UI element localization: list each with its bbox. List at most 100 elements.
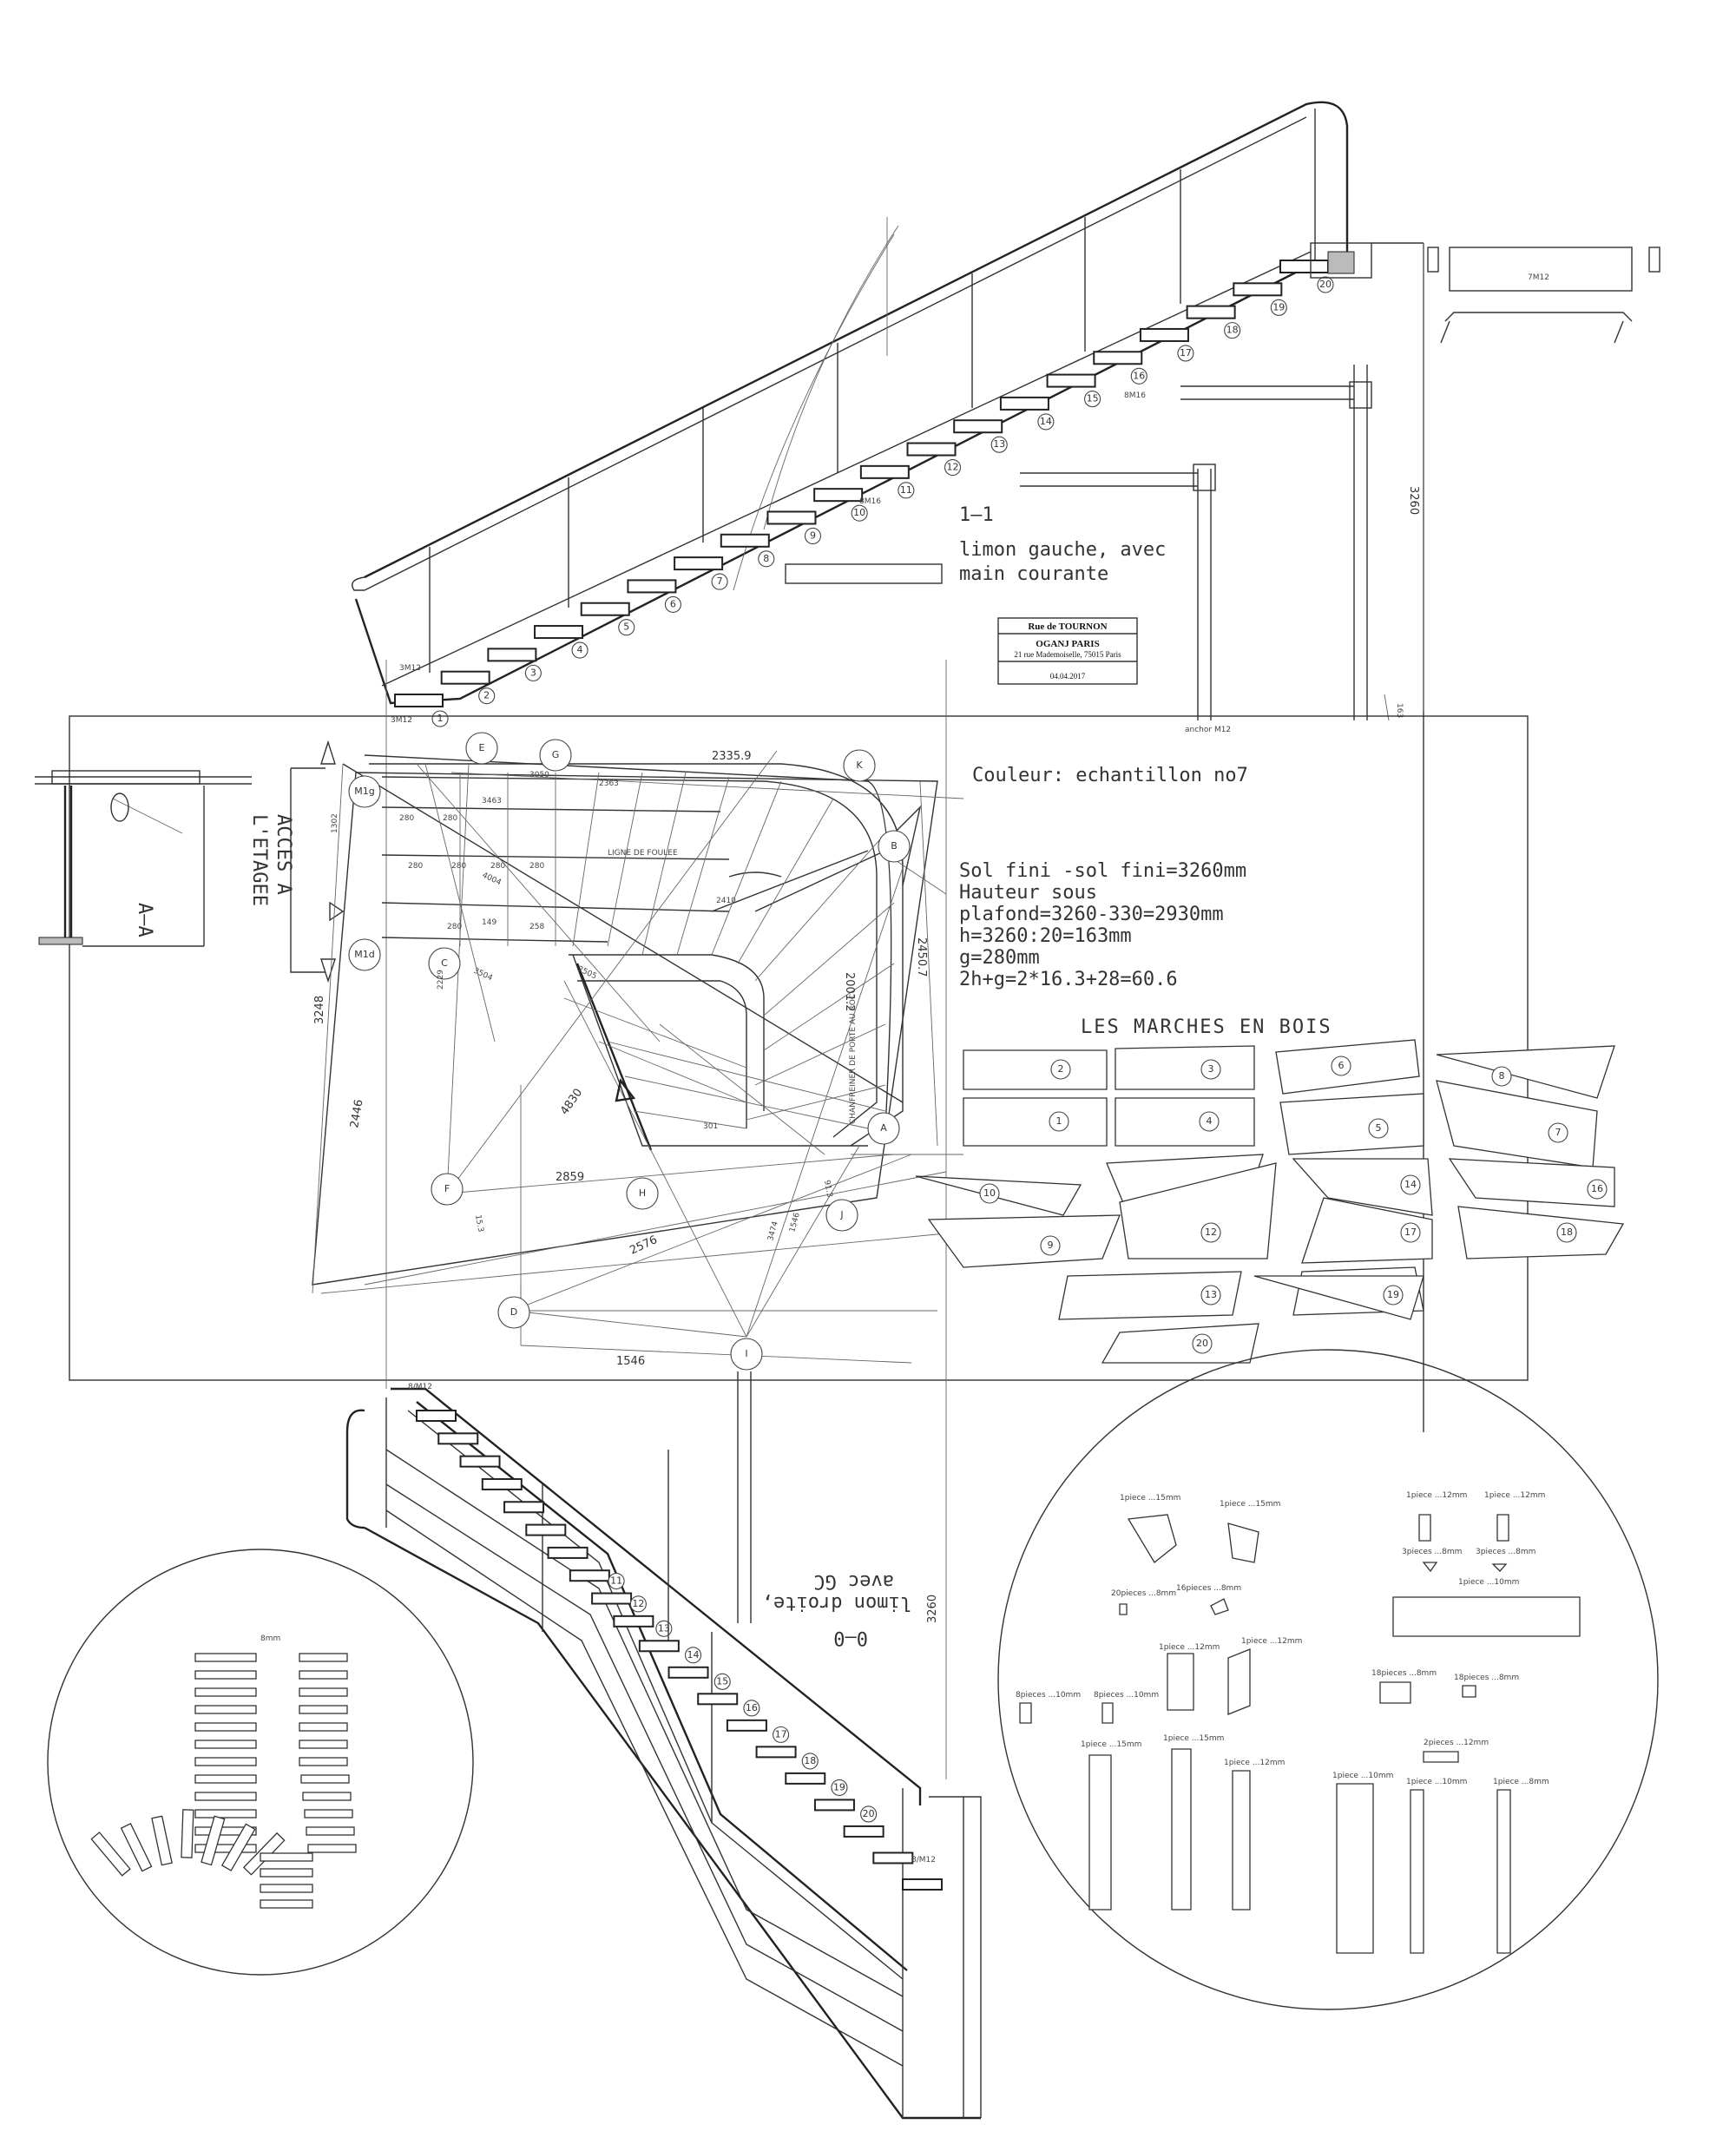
axis-marker-label: F	[444, 1183, 450, 1194]
lower-tread	[481, 1477, 523, 1490]
small-plate	[306, 1826, 355, 1836]
upper-tread	[627, 579, 677, 594]
upper-tread	[674, 556, 724, 571]
plan-280-5: 280	[451, 862, 466, 871]
section-aa: A—A	[35, 770, 252, 947]
lower-tread	[459, 1455, 501, 1468]
lower-step-number-text: 18	[804, 1755, 816, 1766]
bolt-3m12-a: 3M12	[399, 664, 421, 673]
hardware-piece-label: 1piece ...12mm	[1241, 1637, 1302, 1646]
upper-tread	[1046, 373, 1096, 388]
hardware-piece: 8pieces ...10mm	[1094, 1691, 1159, 1724]
lower-step-number: 19	[831, 1779, 848, 1796]
upper-step-number: 2	[478, 687, 496, 705]
dim-height-lower: 3260	[926, 1595, 939, 1623]
small-plate	[260, 1884, 313, 1893]
lower-tread	[437, 1432, 479, 1445]
wood-tread-piece: 1	[963, 1097, 1108, 1147]
curved-plate	[120, 1823, 153, 1872]
dim-2335: 2335.9	[712, 750, 752, 763]
upper-tread	[999, 396, 1049, 411]
left-circle-pieces	[90, 1653, 357, 1909]
lower-step-number: 16	[743, 1700, 760, 1717]
upper-tread	[1186, 305, 1236, 319]
upper-step-number: 12	[944, 458, 962, 477]
upper-step-number: 13	[990, 436, 1008, 453]
upper-step-number-text: 17	[1180, 347, 1192, 358]
section-1-title: 1—1	[959, 504, 994, 526]
plan-280-7: 280	[447, 923, 462, 931]
wood-tread-number: 6	[1338, 1060, 1345, 1071]
plan-label-ligne: LIGNE DE FOULEE	[608, 849, 678, 858]
upper-step-number: 14	[1037, 413, 1055, 431]
hardware-piece: 2pieces ...12mm	[1423, 1739, 1489, 1763]
lower-step-number-text: 20	[863, 1808, 875, 1819]
lower-tread	[785, 1772, 826, 1785]
plan-280-2: 280	[443, 814, 457, 823]
wood-tread-piece: 2	[963, 1049, 1108, 1090]
bolt-8m16-a: 8M16	[859, 497, 881, 506]
small-plate	[194, 1722, 257, 1732]
upper-step-number: 1	[431, 710, 449, 727]
spec-line-5: g=280mm	[959, 947, 1040, 969]
small-plate	[194, 1844, 257, 1853]
axis-marker: B	[878, 830, 911, 863]
title-block-company: OGANJ PARIS	[1036, 639, 1099, 649]
axis-marker: G	[539, 739, 572, 772]
upper-tread	[1093, 351, 1143, 365]
dim-2363: 2363	[599, 779, 619, 788]
plan-280-1: 280	[399, 814, 414, 823]
small-plate	[299, 1757, 348, 1766]
wood-tread-number: 3	[1208, 1063, 1214, 1075]
hardware-piece: 1piece ...15mm	[1081, 1740, 1141, 1911]
dim-4830: 4830	[558, 1087, 585, 1118]
small-plate	[304, 1809, 353, 1818]
lower-step-number: 18	[801, 1753, 819, 1770]
lower-tread	[416, 1410, 457, 1422]
hardware-piece: 1piece ...12mm	[1484, 1491, 1545, 1542]
hardware-piece: 1piece ...15mm	[1220, 1500, 1280, 1563]
wood-tread-piece: 5	[1279, 1093, 1424, 1155]
title-block-project: Rue de TOURNON	[1028, 621, 1107, 632]
lower-tread	[755, 1746, 797, 1759]
wood-tread-number: 18	[1561, 1227, 1573, 1238]
right-circle-pieces: 1piece ...15mm 1piece ...15mm 1piece ...12…	[1016, 1491, 1581, 1954]
section-1-line2: main courante	[959, 563, 1108, 585]
curved-plate	[151, 1815, 173, 1866]
lower-tread	[813, 1799, 855, 1812]
lower-step-number-text: 16	[746, 1702, 758, 1713]
upper-tread	[580, 602, 630, 616]
wood-tread-number: 17	[1404, 1227, 1417, 1238]
wood-tread-number: 9	[1048, 1240, 1054, 1251]
upper-step-number-text: 2	[483, 690, 490, 701]
small-plate	[194, 1687, 257, 1697]
section-0-line2: avec GC	[813, 1570, 894, 1592]
axis-marker-label: I	[745, 1348, 747, 1359]
lower-step-number: 15	[713, 1673, 731, 1690]
hardware-piece: 1piece ...8mm	[1493, 1778, 1549, 1954]
lower-tread	[843, 1825, 884, 1838]
wood-treads: 2365148710111214169131718151920	[915, 1039, 1625, 1364]
small-plate	[260, 1899, 313, 1909]
dim-2450: 2450.7	[915, 937, 928, 977]
plan-band: A—A ACCES A L'ETAGEE	[35, 660, 1625, 1389]
spec-line-6: 2h+g=2*16.3+28=60.6	[959, 969, 1178, 990]
plan-280-6: 280	[408, 862, 423, 871]
wood-tread-number: 20	[1196, 1338, 1208, 1349]
small-plate	[194, 1705, 257, 1714]
dim-2576: 2576	[628, 1233, 659, 1258]
upper-tread	[487, 648, 537, 662]
lower-step-number-text: 14	[687, 1649, 700, 1661]
upper-step-number-text: 10	[853, 507, 865, 518]
wood-tread-number: 10	[983, 1187, 996, 1199]
lower-step-number-text: 19	[833, 1781, 845, 1792]
hardware-piece: 8pieces ...10mm	[1016, 1691, 1081, 1724]
axis-marker: A	[867, 1112, 900, 1145]
lower-tread	[872, 1851, 914, 1864]
upper-step-number-text: 13	[993, 438, 1005, 450]
small-plate	[194, 1670, 257, 1680]
wood-tread-number: 2	[1058, 1063, 1064, 1075]
